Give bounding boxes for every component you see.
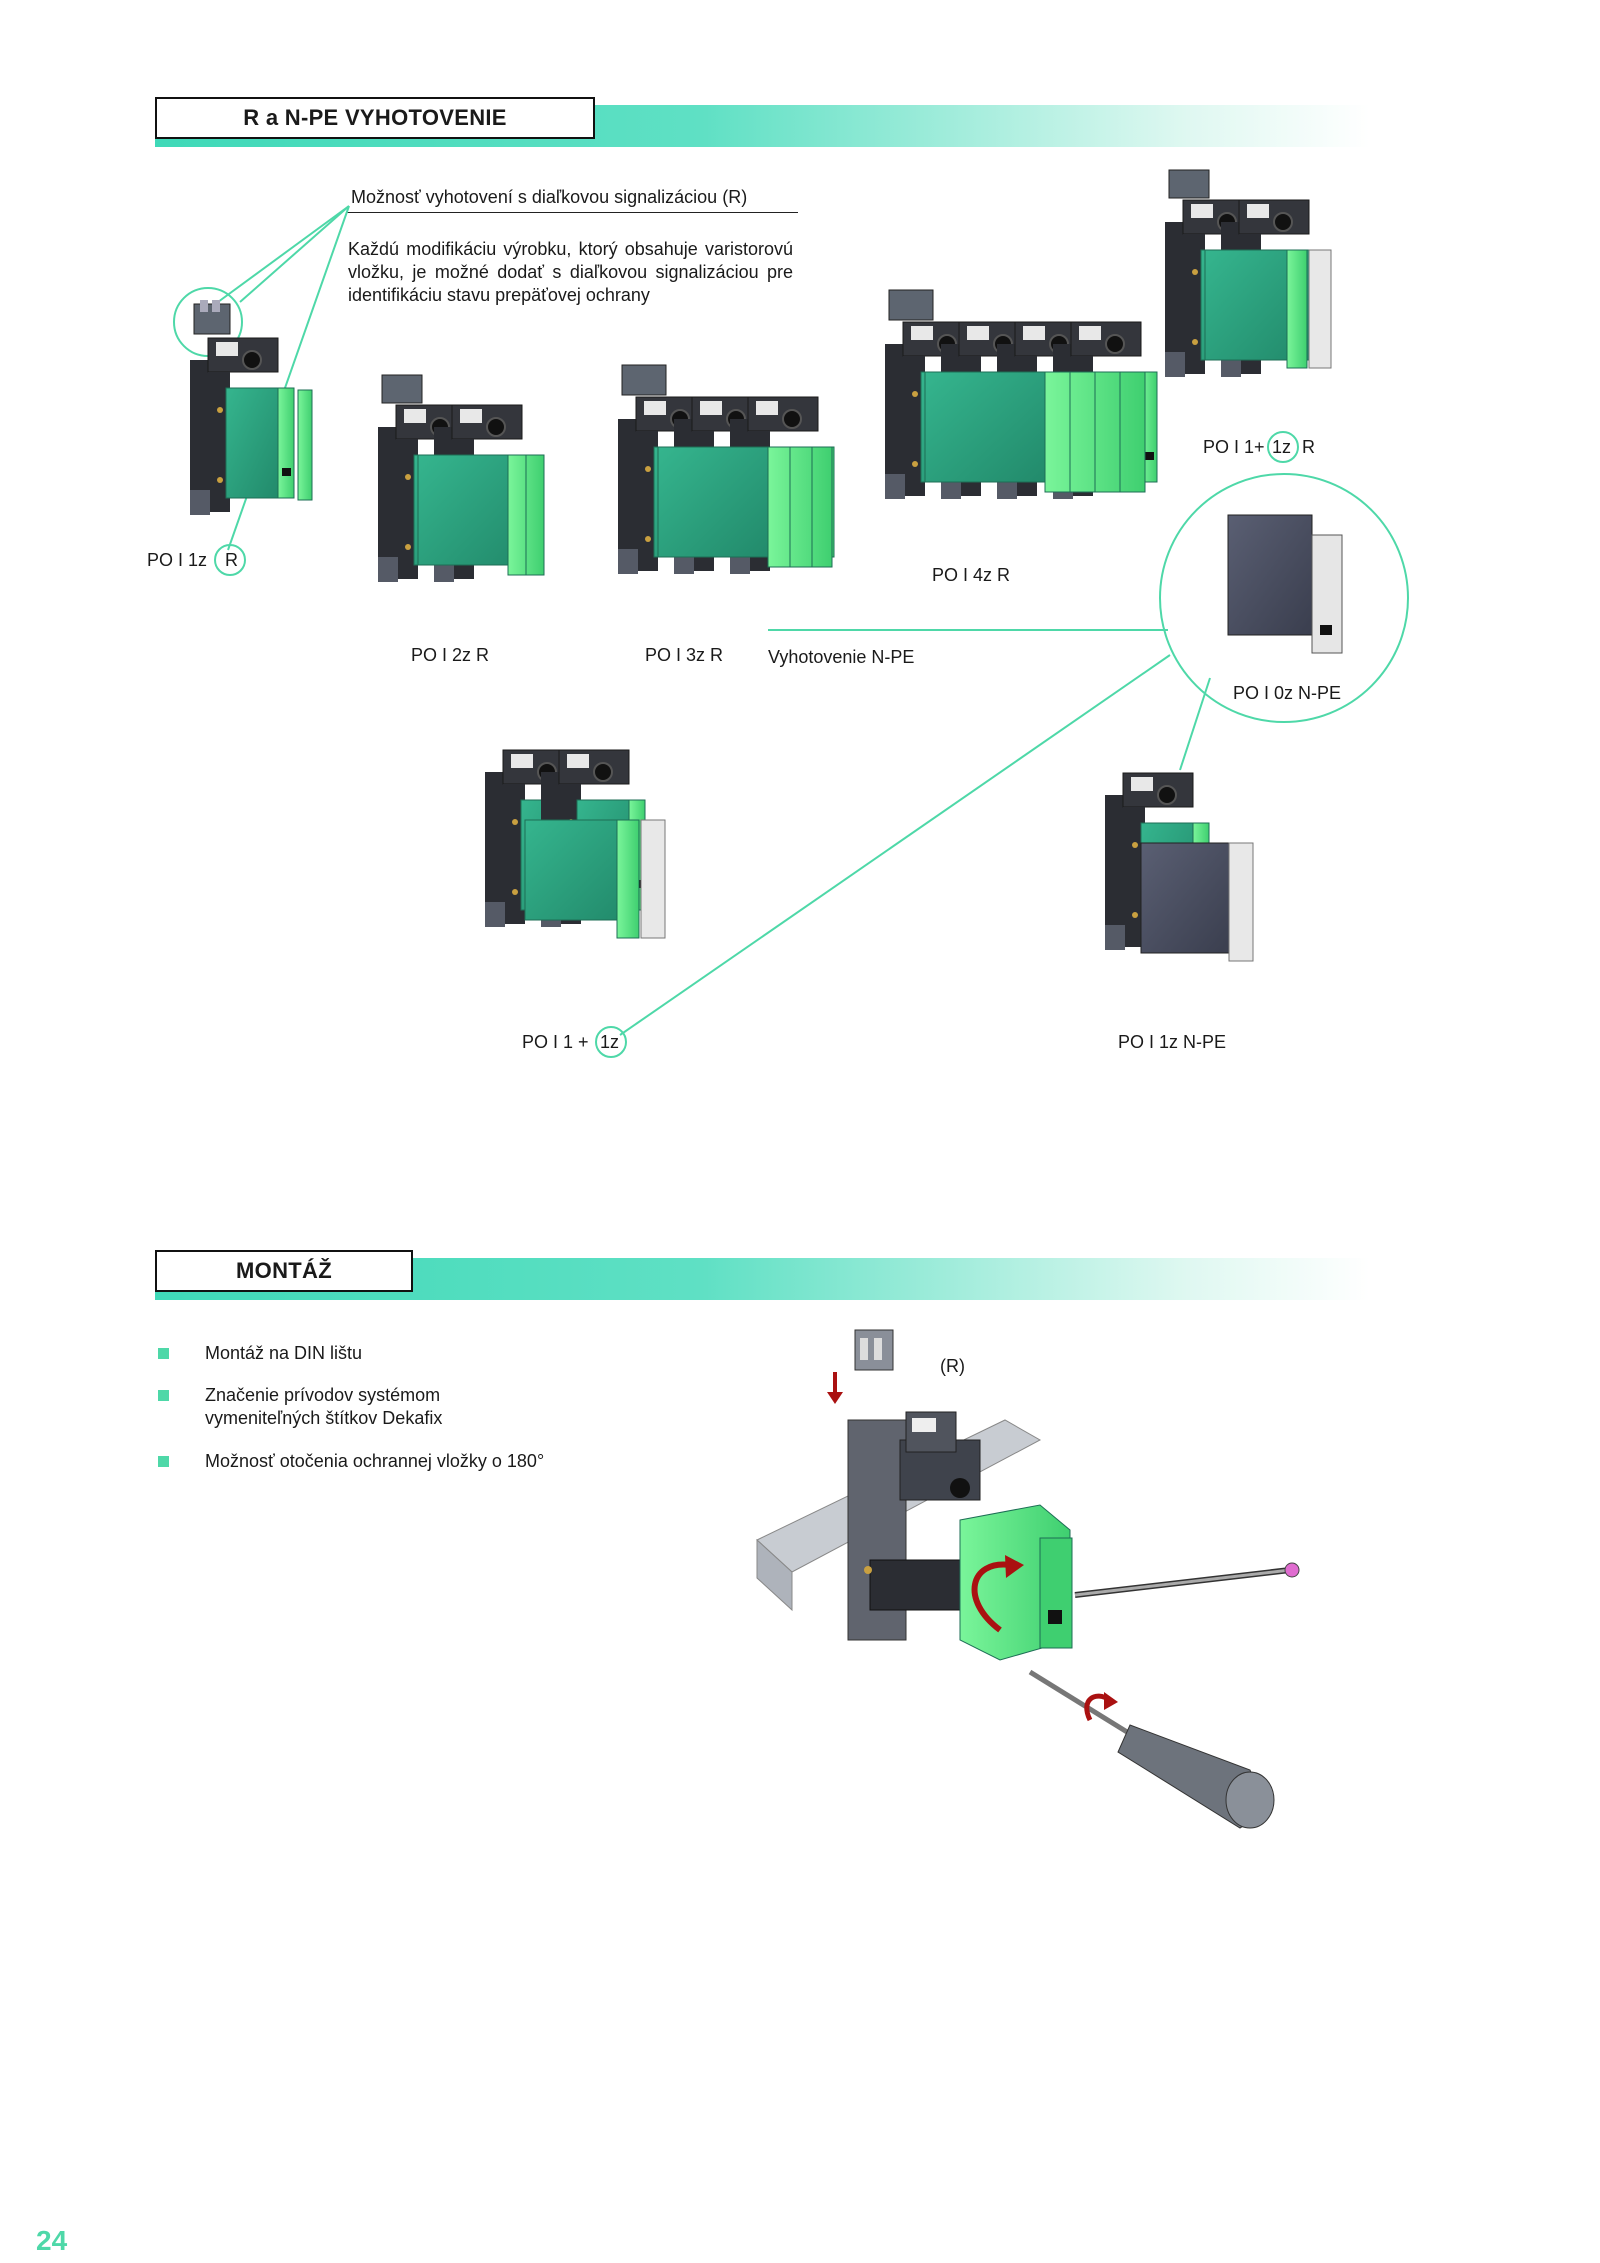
caption-underline — [346, 212, 798, 213]
list-item: Možnosť otočenia ochrannej vložky o 180° — [158, 1450, 618, 1473]
label-po-i-1z: PO I 1z — [147, 550, 208, 570]
bullet-text: Značenie prívodov systémom vymeniteľných… — [205, 1385, 443, 1428]
label-vyhotovenie-npe: Vyhotovenie N-PE — [768, 647, 915, 667]
bullet-square-icon — [158, 1348, 169, 1359]
device-po-i-3z-r — [617, 364, 835, 575]
label-po-i-1-plus-1z: PO I 1 + — [522, 1032, 589, 1052]
label-r-circle: R — [225, 550, 238, 570]
device-po-i-1z-r — [189, 300, 313, 516]
label-r-plug: (R) — [940, 1356, 965, 1376]
label-r-suffix: R — [1302, 437, 1315, 457]
label-po-i-0z-npe: PO I 0z N-PE — [1233, 683, 1342, 703]
device-po-i-1-plus-1z — [484, 749, 666, 939]
bullet-square-icon — [158, 1456, 169, 1467]
label-circle-1z-b: 1z — [600, 1032, 620, 1052]
bullet-text: Montáž na DIN lištu — [205, 1343, 363, 1363]
device-po-i-1z-npe — [1104, 772, 1254, 962]
device-po-i-1-plus-1z-r — [1164, 169, 1332, 378]
section-header-mounting: MONTÁŽ — [155, 1250, 1370, 1300]
device-po-i-4z-r — [884, 289, 1158, 500]
device-po-i-0z-npe — [1227, 514, 1343, 654]
page-number: 24 — [36, 2225, 68, 2256]
section-title-variants: R a N-PE VYHOTOVENIE — [155, 97, 595, 139]
remote-signal-description: Každú modifikáciu výrobku, ktorý obsahuj… — [348, 239, 793, 305]
list-item: Montáž na DIN lištu — [158, 1342, 578, 1365]
label-po-i-4z-r: PO I 4z R — [932, 565, 1011, 585]
list-item: Značenie prívodov systémom vymeniteľných… — [158, 1384, 538, 1430]
label-po-i-1-plus: PO I 1+ — [1203, 437, 1265, 457]
mounting-illustration — [756, 1329, 1300, 1829]
device-po-i-2z-r — [377, 374, 545, 583]
bullet-square-icon — [158, 1390, 169, 1401]
label-po-i-3z-r: PO I 3z R — [645, 645, 724, 665]
label-po-i-1z-npe: PO I 1z N-PE — [1118, 1032, 1227, 1052]
label-circle-1z: 1z — [1272, 437, 1292, 457]
section-title-mounting: MONTÁŽ — [155, 1250, 413, 1292]
label-po-i-2z-r: PO I 2z R — [411, 645, 490, 665]
section-header-variants: R a N-PE VYHOTOVENIE — [155, 97, 1370, 147]
bullet-text: Možnosť otočenia ochrannej vložky o 180° — [205, 1451, 545, 1471]
remote-signal-caption: Možnosť vyhotovení s diaľkovou signalizá… — [351, 187, 748, 207]
